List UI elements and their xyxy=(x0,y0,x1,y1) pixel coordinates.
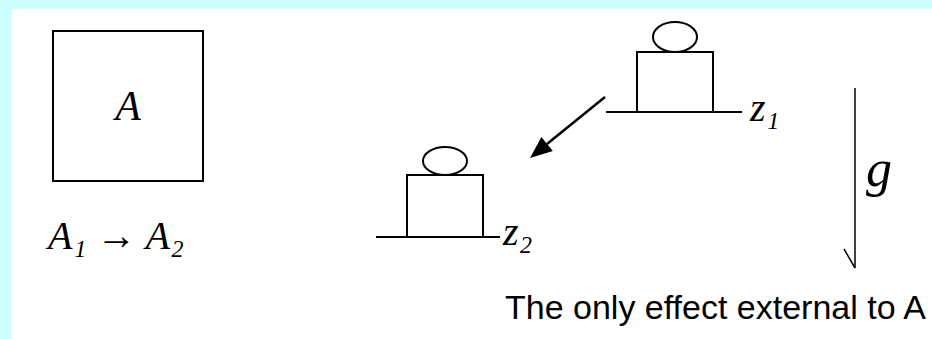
system-box: A xyxy=(52,30,204,182)
system-name: A xyxy=(115,83,141,129)
table-block xyxy=(407,175,483,237)
weight xyxy=(423,147,467,175)
height-label: z₁ xyxy=(750,86,779,130)
table-block xyxy=(637,52,713,112)
gravity-arrow xyxy=(854,88,856,268)
note-text: The only effect external to A xyxy=(505,289,926,326)
gravity-label: g xyxy=(866,140,892,197)
height-label: z₂ xyxy=(503,210,532,254)
arrow-head xyxy=(530,137,553,158)
state-change: A₁ → A₂ xyxy=(48,214,184,258)
weight xyxy=(653,22,697,52)
motion-arrow xyxy=(547,97,605,144)
gravity-arrow-barb xyxy=(844,249,855,268)
